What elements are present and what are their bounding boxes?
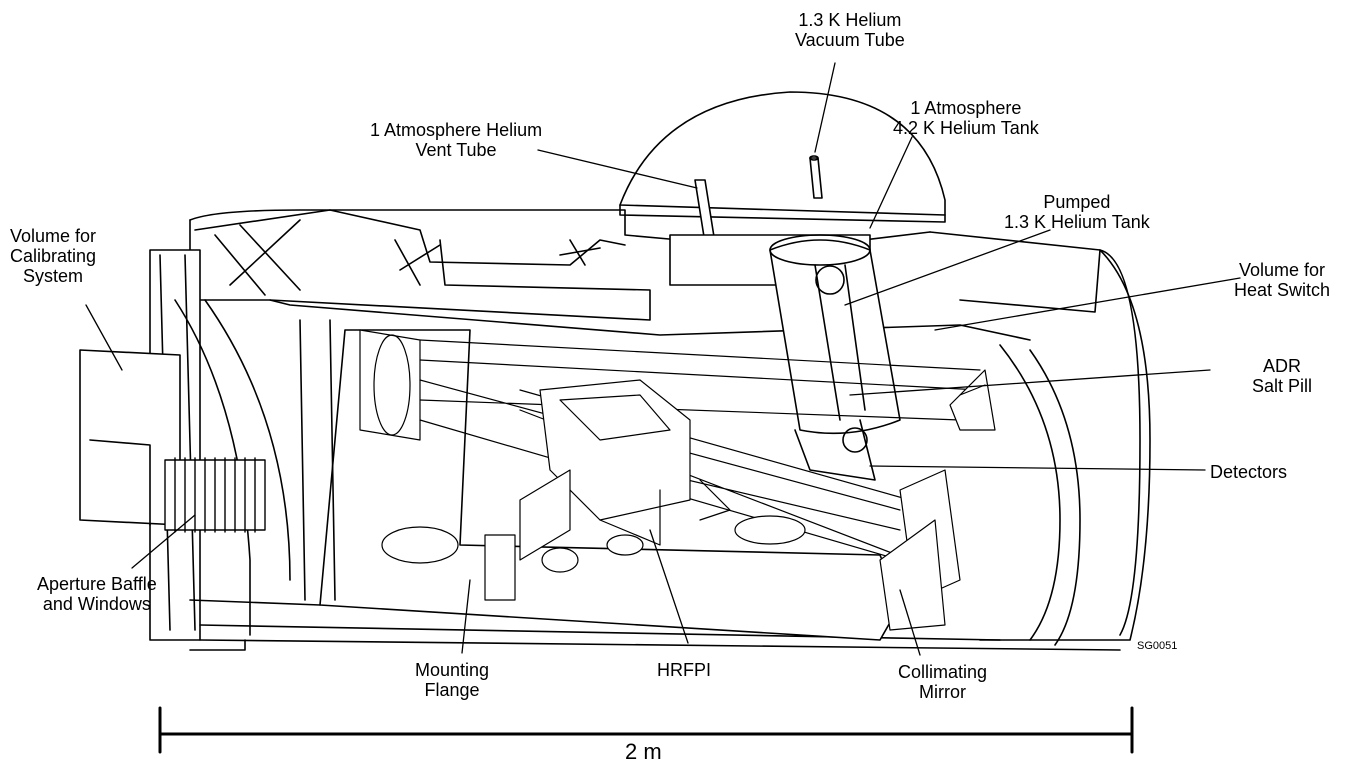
- label-helium-vent-tube: 1 Atmosphere Helium Vent Tube: [370, 120, 543, 160]
- cryostat-body: [79, 91, 1151, 651]
- scale-bar: [158, 706, 1134, 754]
- label-calibrating-system: Volume for Calibrating System: [10, 226, 97, 286]
- label-helium-vacuum-tube: 1.3 K Helium Vacuum Tube: [795, 10, 905, 50]
- drawing-code: SG0051: [1137, 640, 1178, 652]
- label-detectors: Detectors: [1210, 462, 1288, 482]
- label-adr-salt-pill: ADR Salt Pill: [1252, 356, 1313, 396]
- helium-tanks: [669, 155, 901, 481]
- label-helium-tank-42: 1 Atmosphere 4.2 K Helium Tank: [893, 98, 1039, 138]
- label-aperture-baffle: Aperture Baffle and Windows: [37, 574, 157, 614]
- label-pumped-tank: Pumped 1.3 K Helium Tank: [1004, 192, 1150, 232]
- label-heat-switch: Volume for Heat Switch: [1234, 260, 1331, 300]
- label-collimating-mirror: Collimating Mirror: [898, 662, 988, 702]
- scale-bar-label: 2 m: [625, 739, 662, 764]
- label-mounting-flange: Mounting Flange: [415, 660, 490, 700]
- label-hrfpi: HRFPI: [657, 660, 711, 680]
- leader-lines: [85, 62, 1241, 656]
- optical-path: [359, 329, 996, 631]
